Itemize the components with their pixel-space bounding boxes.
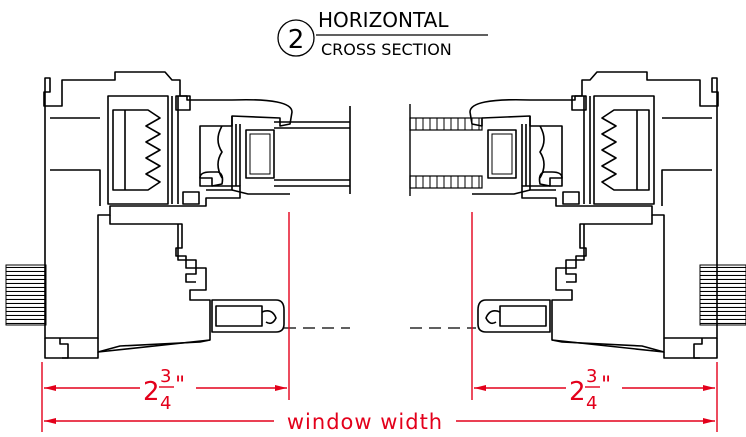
right-wall-hatch xyxy=(699,264,746,326)
right-frame-dimension: 2 3 4 " xyxy=(569,366,611,414)
dimension-lines xyxy=(41,212,718,432)
section-number-circle xyxy=(277,19,315,57)
overall-width-label: window width xyxy=(287,410,443,434)
right-dim-whole: 2 xyxy=(569,377,586,407)
left-dim-whole: 2 xyxy=(143,377,160,407)
left-frame-profile xyxy=(43,71,351,359)
right-dim-denominator: 4 xyxy=(586,393,597,414)
left-frame-dimension: 2 3 4 " xyxy=(143,366,185,414)
right-dim-numerator: 3 xyxy=(586,366,597,387)
left-wall-hatch xyxy=(5,264,47,326)
section-title: 2 HORIZONTAL CROSS SECTION xyxy=(277,8,488,59)
left-dim-unit: " xyxy=(175,373,185,398)
right-glass-section xyxy=(409,104,483,196)
section-number: 2 xyxy=(288,25,305,55)
left-dim-denominator: 4 xyxy=(160,393,171,414)
right-frame-profile xyxy=(469,71,719,359)
title-line-1: HORIZONTAL xyxy=(318,8,449,32)
right-dim-unit: " xyxy=(601,373,611,398)
left-dim-numerator: 3 xyxy=(160,366,171,387)
title-line-2: CROSS SECTION xyxy=(321,40,452,59)
